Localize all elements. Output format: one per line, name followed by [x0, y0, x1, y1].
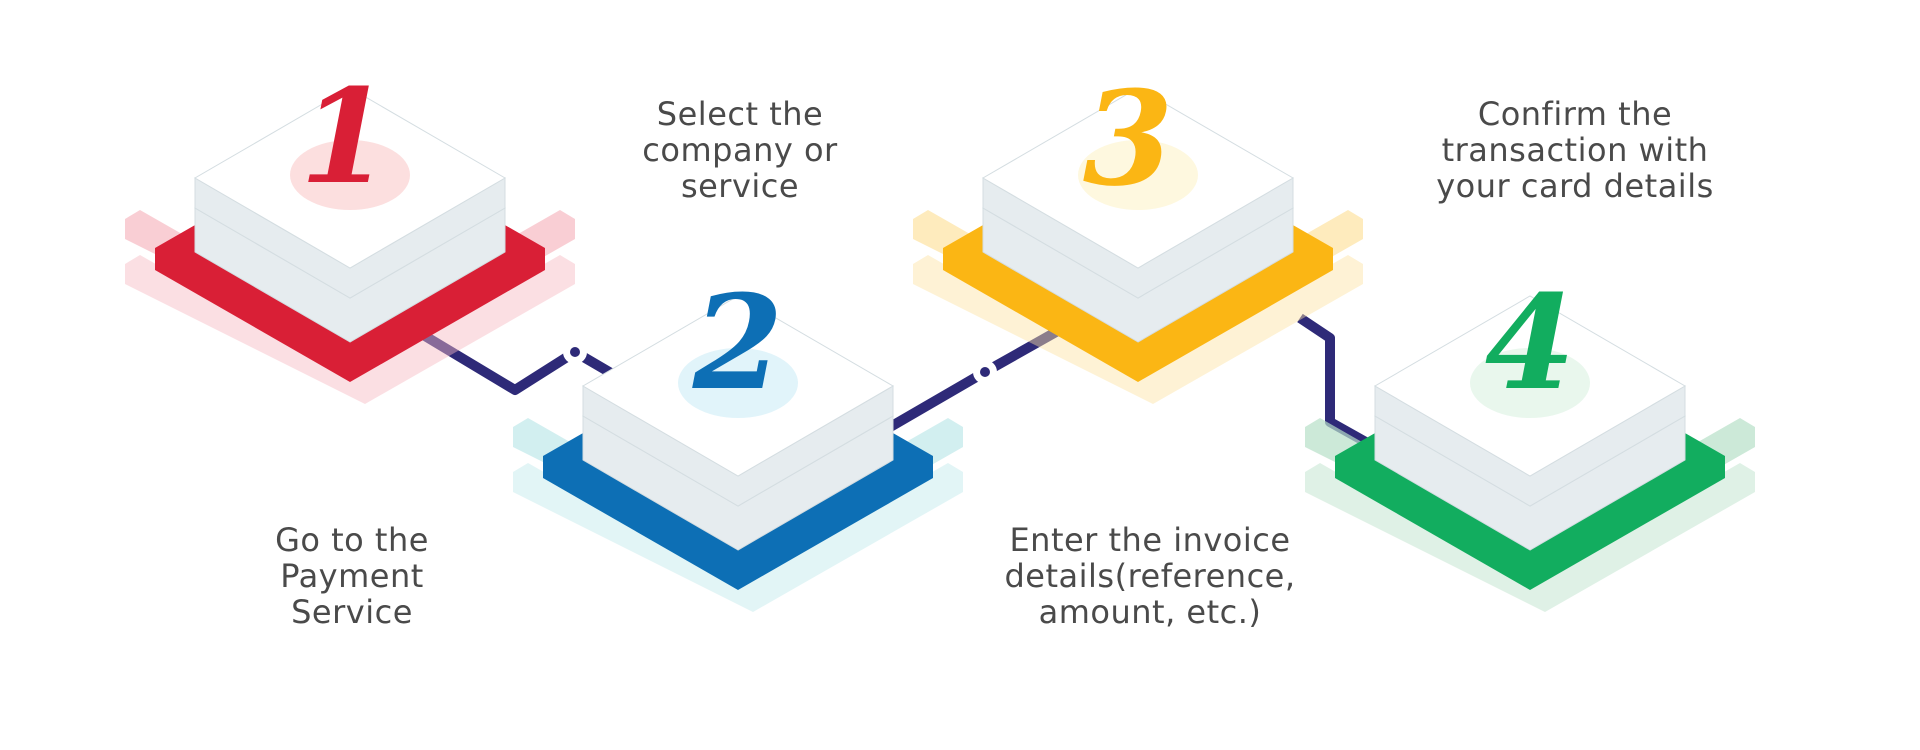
step-3-label: Enter the invoice details(reference, amo… — [990, 522, 1310, 630]
step-4-block-top — [1374, 295, 1686, 477]
step-2-number: 2 — [692, 266, 783, 419]
step-4-label-line: your card details — [1436, 167, 1714, 205]
step-3-number: 3 — [1083, 62, 1173, 215]
step-3-shadow-plate — [913, 255, 1363, 404]
step-1-label: Go to the Payment Service — [232, 522, 472, 630]
step-1-shadow-plate — [125, 255, 575, 404]
step-2-label-line: company or — [642, 131, 838, 169]
step-1: 1 — [125, 60, 575, 404]
step-4-label-line: transaction with — [1441, 131, 1709, 169]
step-4-label: Confirm the transaction with your card d… — [1405, 96, 1745, 204]
step-2: 2 — [513, 266, 963, 612]
step-3-label-line: Enter the invoice — [1009, 521, 1291, 559]
connector-node-2-dot — [980, 367, 990, 377]
step-3-label-line: amount, etc.) — [1038, 593, 1262, 631]
step-3-block-top — [982, 87, 1294, 269]
step-3-glow — [1078, 140, 1198, 210]
step-2-block-top — [582, 295, 894, 477]
step-4-label-line: Confirm the — [1477, 95, 1673, 133]
step-4: 4 — [1305, 266, 1755, 612]
step-1-block-top — [194, 87, 506, 269]
step-2-shadow-plate — [513, 463, 963, 612]
step-3: 3 — [913, 62, 1363, 404]
step-2-label-line: service — [680, 167, 800, 205]
step-4-shadow-plate — [1305, 463, 1755, 612]
step-1-glow — [290, 140, 410, 210]
step-3-label-line: details(reference, — [1004, 557, 1296, 595]
step-2-label: Select the company or service — [600, 96, 880, 204]
step-4-glow — [1470, 348, 1590, 418]
step-2-glow — [678, 348, 798, 418]
step-4-number: 4 — [1485, 266, 1575, 419]
connector-1-2 — [412, 325, 643, 395]
step-1-label-line: Go to the — [275, 521, 429, 559]
step-1-number: 1 — [300, 60, 390, 213]
connector-node-1-dot — [570, 347, 580, 357]
step-2-label-line: Select the — [656, 95, 824, 133]
step-1-label-line: Payment — [280, 557, 424, 595]
step-1-label-line: Service — [291, 593, 413, 631]
